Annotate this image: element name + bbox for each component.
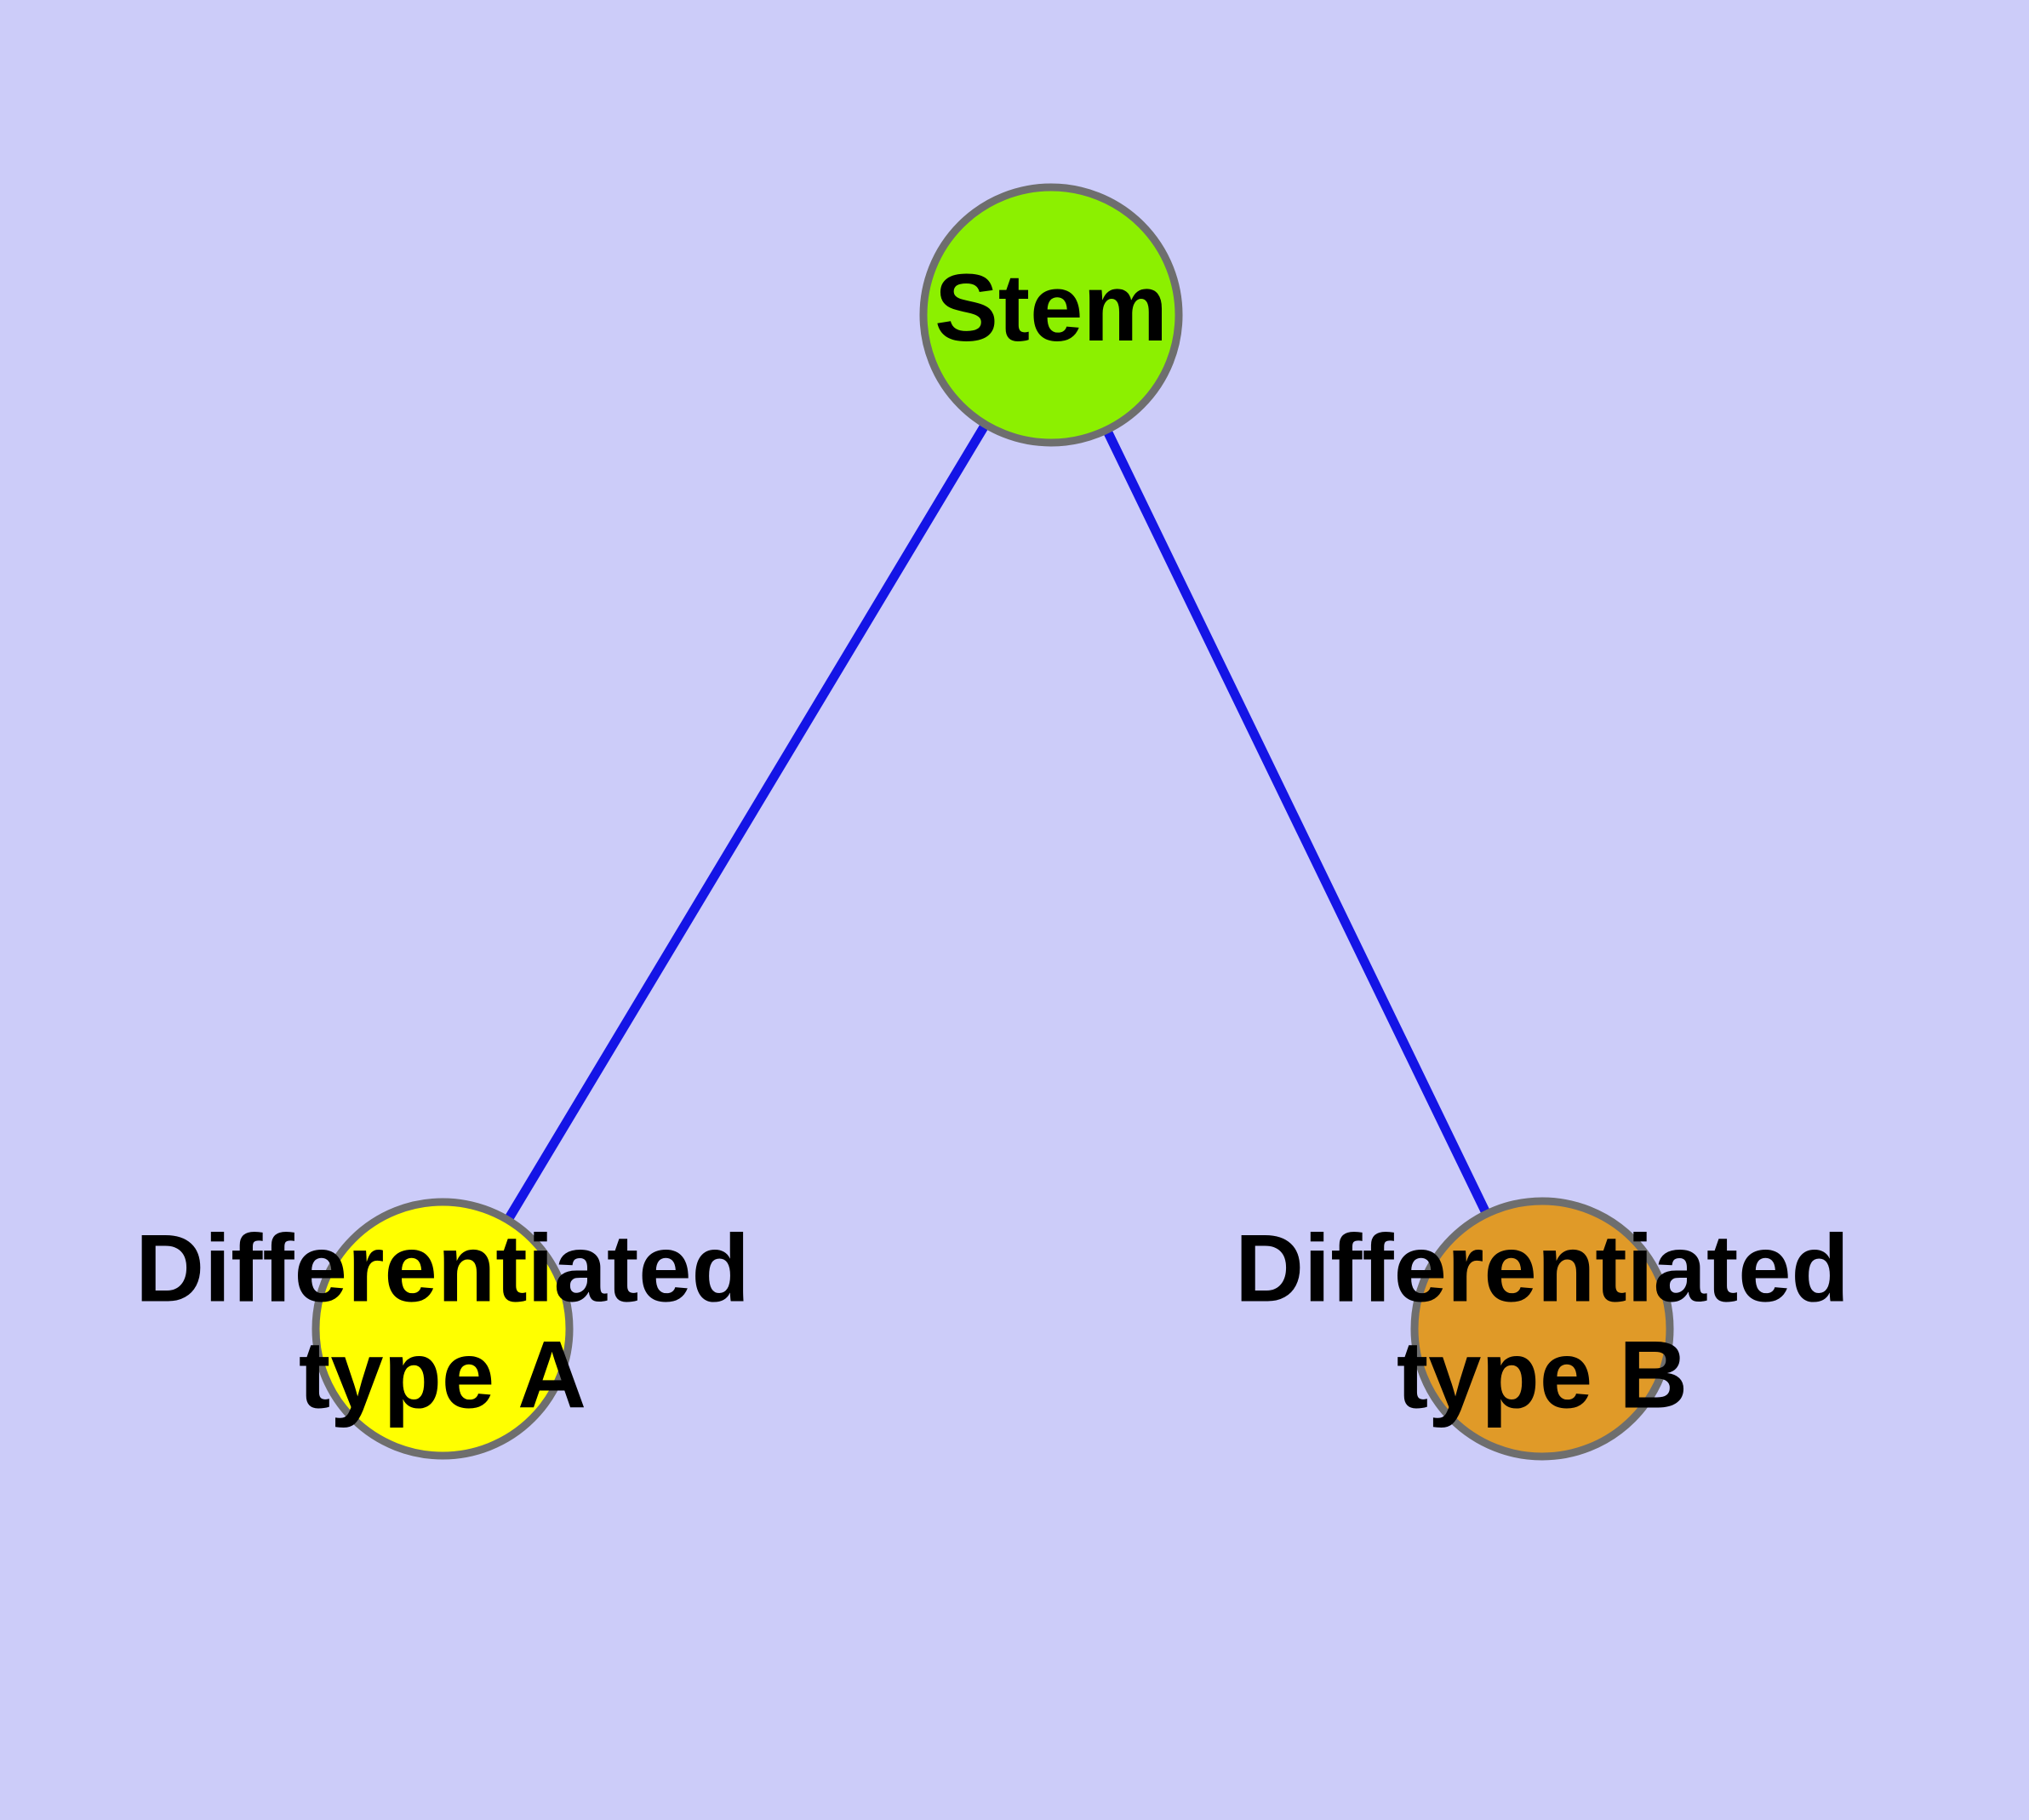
graph-node-label-line: Differentiated	[135, 1215, 750, 1321]
graph-edge[interactable]	[1102, 427, 1491, 1216]
graph-edge[interactable]	[503, 421, 990, 1223]
graph-node-label-line: type A	[299, 1321, 586, 1428]
graph-node-label-stem: Stem	[934, 255, 1168, 361]
edges-layer	[503, 421, 1491, 1223]
graph-node-label-line: Stem	[934, 255, 1168, 361]
graph-node-label-line: type B	[1397, 1321, 1688, 1428]
graph-node-diff_b[interactable]	[1410, 1197, 1674, 1461]
graph-node-stem[interactable]	[919, 183, 1183, 447]
nodes-layer	[311, 183, 1674, 1461]
graph-node-label-line: Differentiated	[1235, 1215, 1849, 1321]
graph-node-diff_a[interactable]	[311, 1198, 574, 1460]
